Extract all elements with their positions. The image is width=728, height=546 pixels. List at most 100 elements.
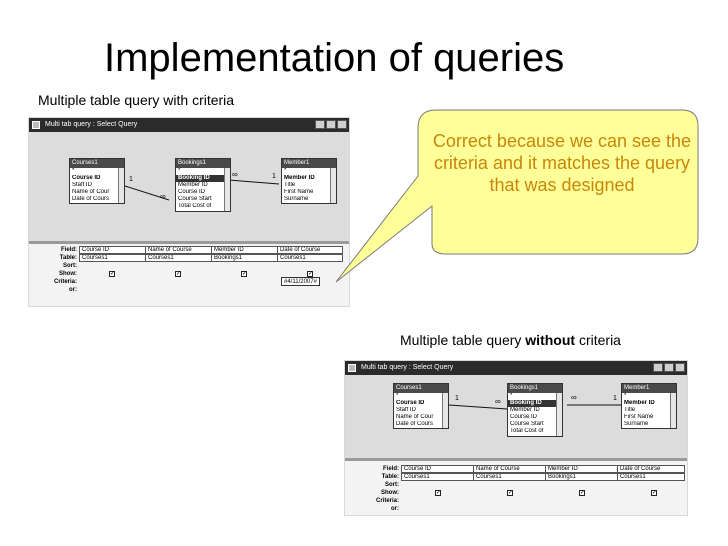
grid-field-cell[interactable]: Course ID bbox=[401, 465, 473, 473]
grid-table-cell[interactable]: Bookings1 bbox=[211, 254, 277, 262]
field-item[interactable]: Staff ID bbox=[396, 407, 416, 413]
field-item[interactable]: Title bbox=[624, 407, 636, 413]
show-checkbox[interactable]: ✓ bbox=[175, 271, 182, 277]
grid-table-cell[interactable]: Courses1 bbox=[617, 473, 685, 481]
maximize-button[interactable] bbox=[326, 120, 336, 129]
grid-table-cell[interactable]: Courses1 bbox=[473, 473, 545, 481]
grid-field-cell[interactable]: Member ID bbox=[545, 465, 617, 473]
grid-row-label: Sort: bbox=[63, 263, 77, 269]
show-checkbox[interactable]: ✓ bbox=[109, 271, 116, 277]
grid-row-label: Table: bbox=[59, 255, 77, 261]
grid-table-cell[interactable]: Bookings1 bbox=[545, 473, 617, 481]
relation-many-label: ∞ bbox=[571, 393, 577, 402]
field-item[interactable]: Name of Cour bbox=[396, 414, 434, 420]
grid-table-cell[interactable]: Courses1 bbox=[401, 473, 473, 481]
field-item[interactable]: Course Start bbox=[178, 196, 212, 202]
field-item[interactable]: Course ID bbox=[510, 414, 538, 420]
field-item[interactable]: Course Start bbox=[510, 421, 544, 427]
scrollbar[interactable] bbox=[224, 168, 230, 211]
grid-row-label: Show: bbox=[59, 271, 77, 277]
field-list-bookings[interactable]: Bookings1 * Booking ID Member ID Course … bbox=[175, 158, 231, 212]
minimize-button[interactable] bbox=[653, 363, 663, 372]
field-item[interactable]: Date of Cours bbox=[396, 421, 434, 427]
show-checkbox[interactable]: ✓ bbox=[507, 490, 514, 496]
grid-table-cell[interactable]: Courses1 bbox=[145, 254, 211, 262]
field-item[interactable]: Date of Cours bbox=[72, 196, 110, 202]
field-item[interactable]: Member ID bbox=[510, 407, 540, 413]
show-checkbox[interactable]: ✓ bbox=[241, 271, 248, 277]
field-item[interactable]: Booking ID bbox=[176, 175, 230, 182]
tables-pane: 1 ∞ ∞ 1 Courses1 * Course ID Staff ID Na… bbox=[345, 375, 687, 461]
field-list-courses[interactable]: Courses1 * Course ID Staff ID Name of Co… bbox=[393, 383, 449, 429]
grid-row-label: Criteria: bbox=[375, 498, 399, 504]
window-titlebar: Multi tab query : Select Query bbox=[29, 118, 349, 132]
field-item[interactable]: Total Cost of bbox=[178, 203, 212, 209]
grid-field-cell[interactable]: Date of Course bbox=[277, 246, 343, 254]
field-item[interactable]: * bbox=[178, 168, 181, 174]
close-button[interactable] bbox=[337, 120, 347, 129]
grid-field-cell[interactable]: Date of Course bbox=[617, 465, 685, 473]
callout-text: Correct because we can see the criteria … bbox=[432, 131, 692, 195]
window-titlebar: Multi tab query : Select Query bbox=[345, 361, 687, 375]
relation-one-label: 1 bbox=[613, 395, 617, 402]
show-checkbox[interactable]: ✓ bbox=[435, 490, 442, 496]
tables-pane: 1 ∞ ∞ 1 Courses1 * Course ID Staff ID Na… bbox=[29, 132, 349, 244]
field-item[interactable]: Title bbox=[284, 182, 296, 188]
field-item[interactable]: Name of Cour bbox=[72, 189, 110, 195]
scrollbar[interactable] bbox=[556, 393, 562, 436]
scrollbar[interactable] bbox=[670, 393, 676, 428]
field-item[interactable]: Course ID bbox=[72, 175, 101, 181]
scrollbar[interactable] bbox=[118, 168, 124, 203]
field-item[interactable]: First Name bbox=[624, 414, 654, 420]
field-list-members[interactable]: Member1 * Member ID Title First Name Sur… bbox=[621, 383, 677, 429]
maximize-button[interactable] bbox=[664, 363, 674, 372]
field-item[interactable]: Total Cost of bbox=[510, 428, 544, 434]
grid-field-cell[interactable]: Name of Course bbox=[145, 246, 211, 254]
grid-row-label: or: bbox=[69, 287, 77, 293]
relation-one-label: 1 bbox=[455, 395, 459, 402]
field-item[interactable]: Member ID bbox=[178, 182, 208, 188]
minimize-button[interactable] bbox=[315, 120, 325, 129]
scrollbar[interactable] bbox=[330, 168, 336, 203]
show-checkbox[interactable]: ✓ bbox=[307, 271, 314, 277]
field-item[interactable]: Course ID bbox=[396, 400, 425, 406]
criteria-input[interactable]: #4/11/2007# bbox=[281, 277, 320, 286]
field-list-members[interactable]: Member1 * Member ID Title First Name Sur… bbox=[281, 158, 337, 204]
grid-row-label: Show: bbox=[381, 490, 399, 496]
show-checkbox[interactable]: ✓ bbox=[579, 490, 586, 496]
field-item[interactable]: * bbox=[510, 393, 513, 399]
show-checkbox[interactable]: ✓ bbox=[651, 490, 658, 496]
grid-row-label: Field: bbox=[383, 466, 399, 472]
window-icon bbox=[348, 364, 356, 372]
query-design-grid: Field: Course ID Name of Course Member I… bbox=[345, 465, 687, 515]
query-design-screenshot-without-criteria: Multi tab query : Select Query 1 ∞ ∞ 1 C… bbox=[344, 360, 688, 516]
field-item[interactable]: * bbox=[624, 393, 627, 399]
grid-table-cell[interactable]: Courses1 bbox=[277, 254, 343, 262]
field-item[interactable]: Staff ID bbox=[72, 182, 92, 188]
grid-row-label: Field: bbox=[61, 247, 77, 253]
field-item[interactable]: Member ID bbox=[624, 400, 655, 406]
field-item[interactable]: Surname bbox=[284, 196, 309, 202]
field-item[interactable]: Member ID bbox=[284, 175, 315, 181]
query-design-screenshot-with-criteria: Multi tab query : Select Query 1 ∞ ∞ 1 C… bbox=[28, 117, 350, 307]
field-item[interactable]: * bbox=[396, 393, 399, 399]
scrollbar[interactable] bbox=[442, 393, 448, 428]
field-list-title: Member1 bbox=[622, 384, 676, 393]
grid-field-cell[interactable]: Course ID bbox=[79, 246, 145, 254]
field-list-bookings[interactable]: Bookings1 * Booking ID Member ID Course … bbox=[507, 383, 563, 437]
field-item[interactable]: Booking ID bbox=[508, 400, 562, 407]
field-item[interactable]: Course ID bbox=[178, 189, 206, 195]
field-item[interactable]: Surname bbox=[624, 421, 649, 427]
field-item[interactable]: * bbox=[284, 168, 287, 174]
field-list-title: Courses1 bbox=[394, 384, 448, 393]
relation-one-label: 1 bbox=[272, 173, 276, 180]
grid-row-label: Sort: bbox=[385, 482, 399, 488]
close-button[interactable] bbox=[675, 363, 685, 372]
grid-field-cell[interactable]: Member ID bbox=[211, 246, 277, 254]
field-list-courses[interactable]: Courses1 * Course ID Staff ID Name of Co… bbox=[69, 158, 125, 204]
field-item[interactable]: * bbox=[72, 168, 75, 174]
grid-table-cell[interactable]: Courses1 bbox=[79, 254, 145, 262]
grid-field-cell[interactable]: Name of Course bbox=[473, 465, 545, 473]
field-item[interactable]: First Name bbox=[284, 189, 314, 195]
grid-row-label: or: bbox=[391, 506, 399, 512]
